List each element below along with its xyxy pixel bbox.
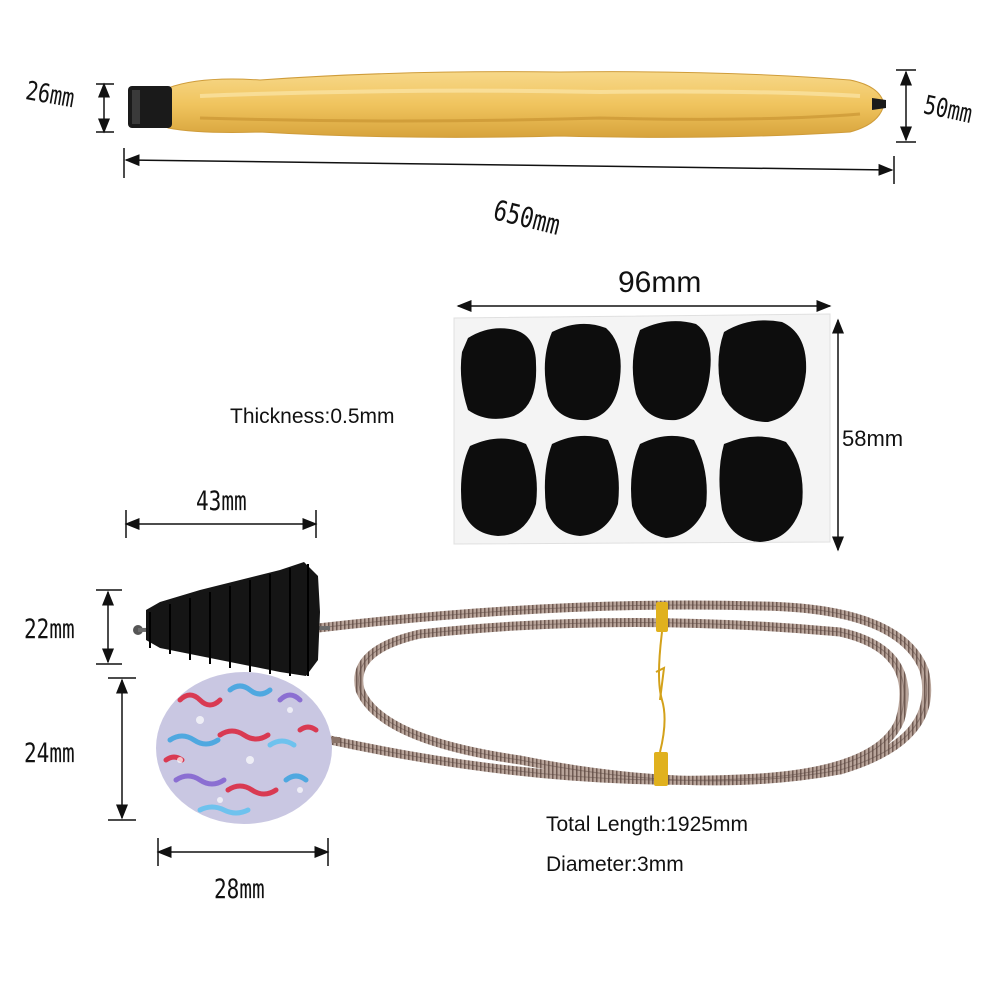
pad-5 (461, 438, 537, 536)
diameter-label: Diameter:3mm (546, 853, 684, 876)
mop-height-label: 24mm (24, 738, 75, 769)
pad-dimension-lines (456, 300, 844, 552)
mouthpiece-pads-icon (453, 313, 831, 545)
yarn-mop-head (156, 672, 340, 824)
saxophone-swab-icon (128, 71, 886, 138)
pad-2 (544, 323, 621, 421)
brush-diameter-label: 22mm (24, 614, 75, 645)
bristle-brush-head (133, 562, 331, 676)
pad-1 (460, 328, 537, 419)
pad-7 (631, 435, 707, 538)
pad-4 (718, 320, 807, 422)
brush-dimension-lines (96, 510, 330, 866)
pad-8 (719, 436, 803, 542)
pad-3 (632, 321, 711, 421)
pad-sheet-width-label: 96mm (618, 266, 702, 299)
gold-tie-bottom (654, 752, 668, 786)
brush-length-label: 43mm (196, 486, 247, 517)
pad-sheet-height-label: 58mm (842, 426, 904, 451)
flexible-cleaning-brush-icon (133, 562, 932, 824)
total-length-label: Total Length:1925mm (546, 813, 748, 836)
mop-width-label: 28mm (214, 874, 265, 905)
pad-6 (544, 435, 619, 536)
swab-end-diameter-label: 26mm (23, 76, 77, 115)
gold-tie-string (658, 631, 666, 753)
swab-fur-body (167, 71, 885, 138)
gold-tie-top (656, 602, 668, 632)
swab-tip (872, 98, 886, 110)
pad-thickness-label: Thickness:0.5mm (230, 405, 395, 428)
swab-dimension-lines (96, 69, 916, 184)
